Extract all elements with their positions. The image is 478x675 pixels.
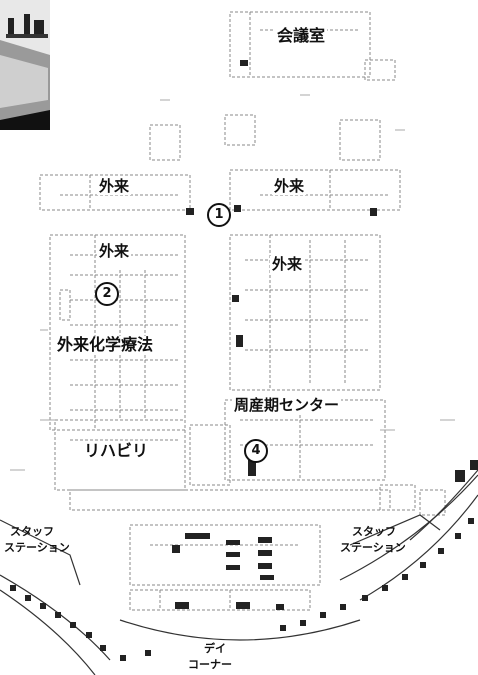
staff-station-right-label-line1: スタッフ (352, 525, 396, 538)
photo-inset (0, 0, 50, 130)
outpatient-chemotherapy-label: 外来化学療法 (55, 335, 156, 354)
day-corner-label-line1: デイ (204, 642, 226, 655)
staff-station-right-label-line2: ステーション (340, 541, 406, 554)
outpatient-label-mid-right: 外来 (270, 255, 305, 273)
location-marker-2: 2 (95, 282, 119, 306)
outpatient-label-top-left: 外来 (97, 177, 132, 195)
meeting-room-label: 会議室 (275, 26, 328, 45)
outpatient-label-mid-left: 外来 (97, 242, 132, 260)
staff-station-left-label-line2: ステーション (4, 541, 70, 554)
location-marker-1: 1 (207, 203, 231, 227)
staff-station-left-label-line1: スタッフ (10, 525, 54, 538)
outpatient-label-top-right: 外来 (272, 177, 307, 195)
perinatal-center-label: 周産期センター (232, 396, 342, 414)
day-corner-label-line2: コーナー (188, 658, 232, 671)
location-marker-4: 4 (244, 439, 268, 463)
rehabilitation-label: リハビリ (82, 441, 151, 460)
